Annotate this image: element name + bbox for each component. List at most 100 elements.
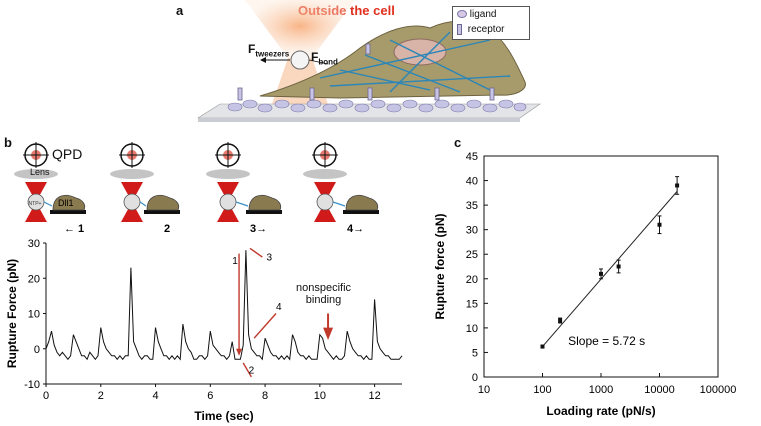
cover-slip-icon: [246, 210, 282, 214]
x-tick-label: 4: [152, 390, 158, 402]
ligand-layer: [227, 99, 527, 113]
arrow-nonspecific-head: [323, 327, 334, 340]
x-tick-label: 2: [98, 390, 104, 402]
arrow-3-label: 3: [266, 253, 272, 264]
legend-item-ligand: ligand: [457, 9, 496, 20]
arrow-1-label: 1: [232, 256, 238, 267]
tether-line: [235, 201, 249, 207]
data-point: [616, 264, 621, 269]
y-tick-label: 10: [28, 309, 40, 321]
x-tick-label: 10000: [644, 384, 675, 396]
f-bond-symbol: F: [311, 50, 319, 64]
step-label: ← 1: [64, 223, 84, 235]
f-tweezers-sub: tweezers: [255, 49, 290, 59]
laser-focus-icon: [217, 182, 239, 222]
x-axis-title: Time (sec): [194, 409, 253, 423]
cell-diagram: [196, 0, 541, 122]
tether-line: [43, 201, 53, 207]
panel-c-letter: c: [454, 135, 462, 150]
slope-label: Slope = 5.72 s: [568, 334, 645, 348]
cover-slip-icon: [343, 210, 379, 214]
qpd-label: QPD: [52, 146, 83, 162]
f-bond-label: Fbond: [311, 50, 338, 66]
x-tick-label: 0: [43, 390, 49, 402]
y-tick-label: 20: [28, 273, 40, 285]
step-label: 2: [164, 223, 170, 235]
panel-a-letter: a: [176, 3, 184, 18]
cover-slip-icon: [144, 210, 180, 214]
y-tick-label: 10: [466, 323, 478, 335]
y-tick-label: 0: [34, 344, 40, 356]
arrow-2-label: 2: [249, 365, 255, 376]
cell-label: Dll1: [58, 198, 74, 208]
y-axis-title: Rupture force (pN): [433, 214, 447, 320]
legend-label-ligand: ligand: [469, 9, 497, 20]
x-tick-label: 12: [368, 390, 380, 402]
arrow-3: [249, 247, 263, 258]
bead-icon: [316, 193, 334, 211]
y-tick-label: 30: [28, 238, 40, 250]
laser-beam: [245, 0, 355, 58]
step-label: 3→: [250, 223, 267, 235]
bead-icon: [123, 193, 141, 211]
data-point: [599, 271, 603, 276]
trapped-bead: [290, 50, 310, 70]
y-tick-label: 25: [466, 249, 478, 261]
data-point: [675, 183, 680, 188]
x-tick-label: 8: [262, 390, 268, 402]
arrow-4-label: 4: [276, 302, 282, 313]
y-tick-label: 40: [466, 176, 478, 188]
cell-icon: [345, 194, 379, 211]
trap-schematic: Dll1 NTP+ ← 1 2 3→ 4→: [14, 142, 379, 235]
cell-icon: [146, 194, 180, 211]
laser-focus-icon: [121, 182, 143, 222]
tether-line: [139, 201, 147, 207]
receptor-icon: [457, 24, 462, 35]
cell-icon: [52, 194, 86, 211]
y-tick-label: -10: [24, 379, 40, 391]
x-axis-title: Loading rate (pN/s): [546, 404, 655, 418]
legend-item-receptor: receptor: [457, 24, 504, 35]
x-tick-label: 10: [478, 384, 490, 396]
panel-b-letter: b: [4, 135, 12, 150]
ligand-icon: [457, 10, 467, 19]
f-bond-sub: bond: [318, 57, 338, 67]
y-tick-label: 15: [466, 298, 478, 310]
x-tick-label: 6: [207, 390, 213, 402]
laser-focus-icon: [314, 182, 336, 222]
f-tweezers-symbol: F: [248, 42, 256, 56]
legend-label-receptor: receptor: [467, 24, 505, 36]
step-label: 4→: [347, 223, 364, 235]
x-tick-label: 10: [314, 390, 326, 402]
data-point: [558, 318, 563, 323]
x-tick-label: 100: [533, 384, 551, 396]
y-tick-label: 30: [466, 225, 478, 237]
cover-slip-icon: [50, 210, 86, 214]
nonspecific-annotation: nonspecific binding: [296, 282, 352, 306]
lens-label: Lens: [30, 167, 50, 177]
lens-icon: [110, 169, 154, 179]
fit-line: [542, 191, 678, 347]
y-axis-title: Rupture Force (pN): [5, 259, 19, 368]
arrow-1-head: [236, 348, 243, 356]
lens-icon: [206, 169, 250, 179]
y-tick-label: 20: [466, 274, 478, 286]
laser-focus-icon: [25, 182, 47, 222]
data-point: [540, 344, 545, 349]
lens-icon: [14, 169, 58, 179]
bead-label: NTP+: [29, 201, 42, 207]
arrow-2: [242, 362, 252, 378]
data-point: [657, 222, 662, 227]
arrow-4: [253, 313, 277, 339]
x-tick-label: 100000: [700, 384, 737, 396]
f-tweezers-label: Ftweezers: [248, 42, 289, 58]
actin-fibers: [319, 31, 511, 93]
x-tick-label: 1000: [589, 384, 613, 396]
y-tick-label: 35: [466, 200, 478, 212]
tether-line: [332, 201, 346, 207]
bead-icon: [219, 193, 237, 211]
lens-icon: [303, 169, 347, 179]
force-trace-line: [45, 250, 403, 361]
